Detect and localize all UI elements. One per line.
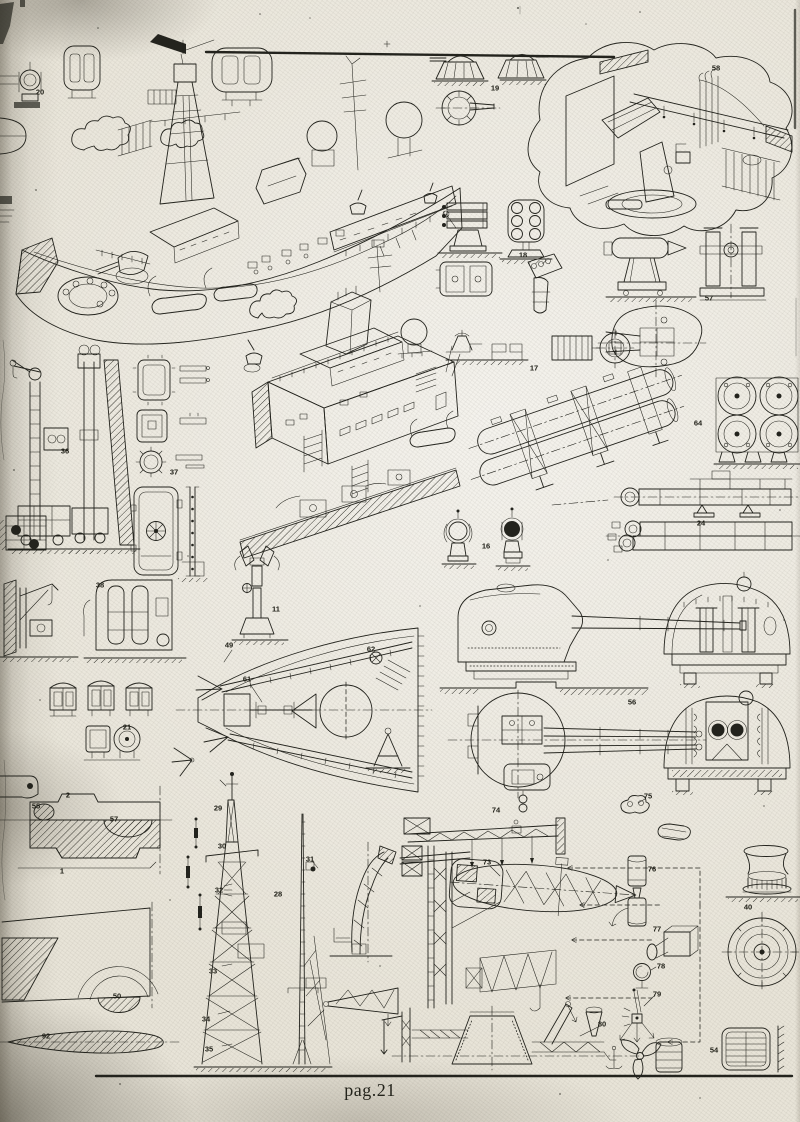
drawing-lattice-masts [186, 772, 399, 1072]
scan-artifacts [0, 0, 797, 1099]
drawing-directors-17 [445, 328, 635, 369]
drawing-main-turret-56 [439, 571, 791, 799]
drawing-davit-device-57 [603, 223, 767, 302]
drawing-left-margin-details [0, 40, 391, 551]
drawing-exploded-fittings [566, 795, 701, 1080]
drawing-bow-section-50 [1, 901, 159, 1013]
drawing-deck-winches-38 [0, 579, 187, 663]
drawing-radar-mast-73 [399, 790, 637, 1012]
drawing-turret-plan-detail [597, 299, 707, 379]
drawing-turret-icons-19 [429, 54, 549, 126]
drawing-hull-section-2 [0, 775, 173, 875]
drawing-watertight-door [130, 486, 208, 582]
drawing-boat-davits-36 [7, 344, 141, 554]
drawing-twin-launcher-isometric [468, 366, 685, 491]
drawing-main-ship-isometric [15, 34, 616, 345]
drawing-funnel-casing-plan [171, 627, 433, 793]
drawing-superstructure-cutaway [239, 239, 461, 559]
drawing-searchlights-16 [441, 507, 531, 571]
drawing-torpedo-tubes-24 [605, 470, 800, 553]
page-number-caption: pag.21 [344, 1080, 396, 1100]
drawing-foil-profile-92 [0, 1030, 181, 1054]
drawing-binocular-pedestal-11 [231, 545, 289, 645]
drawing-funnel-and-crane [380, 1001, 641, 1071]
drawing-capstan-40 [721, 845, 800, 993]
drawing-gun-compartment-58 [527, 42, 793, 236]
drawing-hatches-37 [132, 354, 210, 478]
drawing-ventilators-21 [49, 680, 153, 761]
drawing-rbu-launcher-18 [435, 199, 563, 314]
drawing-quad-launcher-64 [713, 376, 800, 469]
drawing-grille-54 [655, 1025, 785, 1073]
